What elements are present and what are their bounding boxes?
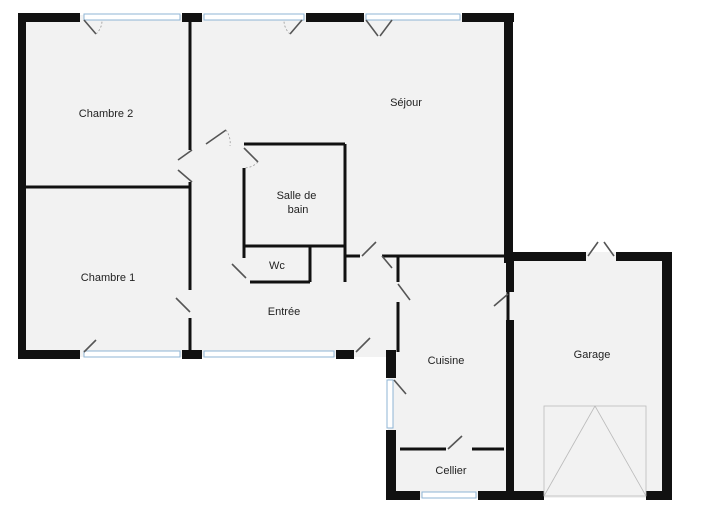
interior-walls [22, 20, 510, 496]
window-sejour-2 [365, 13, 461, 21]
window-chambre1 [83, 350, 181, 358]
room-label-cuisine: Cuisine [428, 355, 465, 367]
room-label-chambre-2: Chambre 2 [79, 108, 133, 120]
room-label-sejour: Séjour [390, 97, 422, 109]
exterior-walls [18, 13, 672, 500]
window-cellier [421, 491, 477, 499]
room-label-entree: Entrée [268, 306, 300, 318]
room-label-garage: Garage [574, 349, 611, 361]
room-label-salle-de-bain-line1: Salle de [277, 190, 317, 202]
room-label-salle-de-bain: Salle de bain [277, 190, 320, 216]
garage-door [543, 405, 647, 497]
window-chambre2 [83, 13, 181, 21]
window-entree [203, 350, 335, 358]
room-label-salle-de-bain-line2: bain [288, 204, 309, 216]
room-label-cellier: Cellier [435, 465, 467, 477]
doors [83, 19, 615, 450]
window-sejour-1 [203, 13, 305, 21]
windows [83, 13, 477, 499]
room-label-chambre-1: Chambre 1 [81, 272, 135, 284]
room-label-wc: Wc [269, 260, 285, 272]
window-cuisine-side [386, 379, 394, 429]
